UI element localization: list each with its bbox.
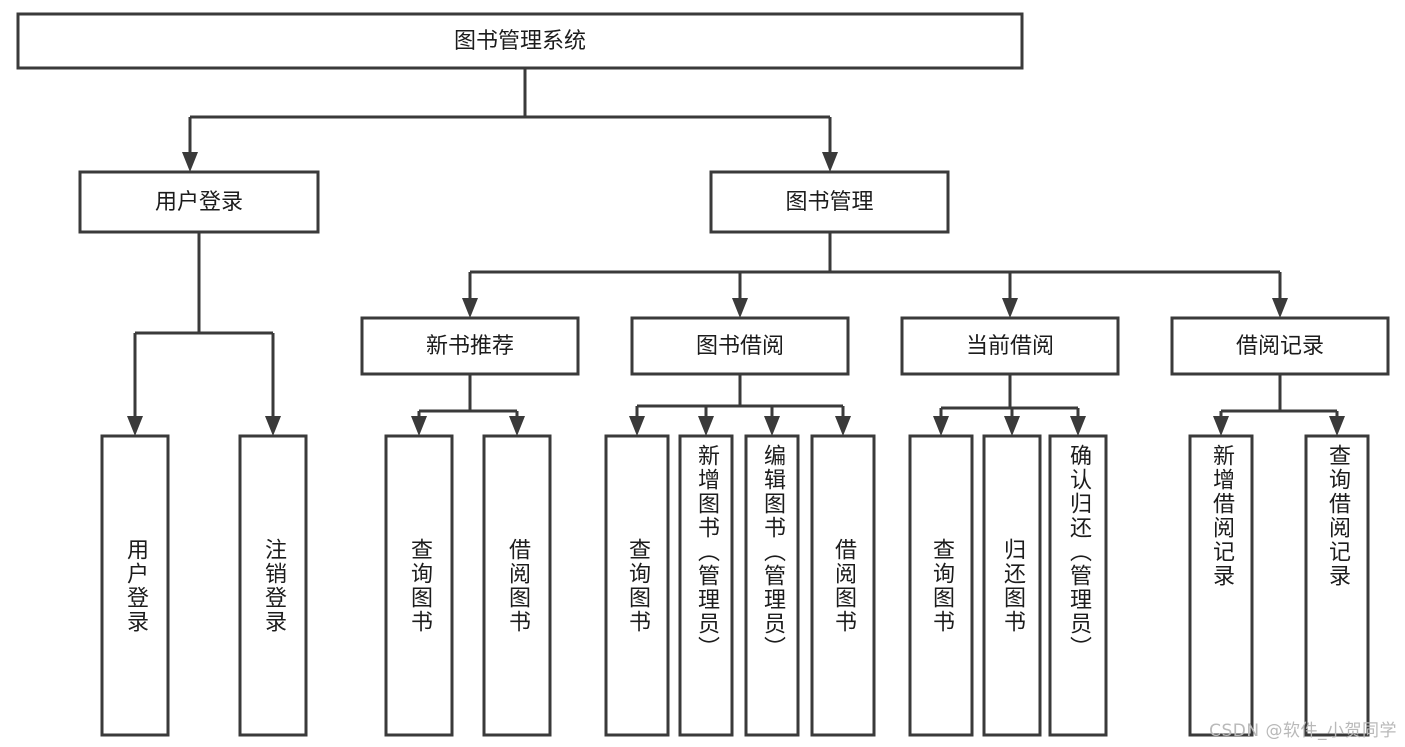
node-l2-1-rect <box>709 170 950 234</box>
watermark-text: CSDN @软件_小贺同学 <box>1209 721 1397 741</box>
arrow-head-7 <box>1272 298 1288 318</box>
node-leaf-1[interactable] <box>238 434 308 737</box>
arrow-head-5 <box>732 298 748 318</box>
node-root-label: 图书管理系统 <box>454 29 586 54</box>
node-leaf-4-rect <box>604 434 670 737</box>
node-l3-0-rect <box>360 316 580 376</box>
node-l3-1-label: 图书借阅 <box>696 334 784 359</box>
arrow-head-13 <box>835 416 851 436</box>
node-root-rect <box>16 12 1024 70</box>
node-l3-2-rect <box>900 316 1120 376</box>
node-leaf-9-rect <box>982 434 1042 737</box>
arrow-head-0 <box>182 152 198 172</box>
node-l3-3[interactable] <box>1170 316 1390 376</box>
node-leaf-1-rect <box>238 434 308 737</box>
arrow-head-3 <box>265 416 281 436</box>
node-l2-0[interactable] <box>78 170 320 234</box>
node-leaf-10-rect <box>1048 434 1108 737</box>
arrow-head-15 <box>1004 416 1020 436</box>
node-l2-0-rect <box>78 170 320 234</box>
node-l3-1-rect <box>630 316 850 376</box>
node-l3-3-rect <box>1170 316 1390 376</box>
arrow-head-14 <box>933 416 949 436</box>
node-l3-3-label: 借阅记录 <box>1236 334 1324 359</box>
node-l3-1[interactable] <box>630 316 850 376</box>
arrow-head-11 <box>698 416 714 436</box>
arrow-head-18 <box>1329 416 1345 436</box>
node-leaf-12-rect <box>1304 434 1370 737</box>
node-leaf-5[interactable] <box>678 434 734 737</box>
arrow-head-9 <box>509 416 525 436</box>
arrow-head-8 <box>411 416 427 436</box>
node-leaf-7[interactable] <box>810 434 876 737</box>
node-leaf-11-rect <box>1188 434 1254 737</box>
node-leaf-8[interactable] <box>908 434 974 737</box>
node-leaf-12[interactable] <box>1304 434 1370 737</box>
node-l3-0[interactable] <box>360 316 580 376</box>
node-l2-0-label: 用户登录 <box>155 190 243 215</box>
arrow-head-1 <box>822 152 838 172</box>
node-leaf-11[interactable] <box>1188 434 1254 737</box>
node-leaf-8-rect <box>908 434 974 737</box>
node-l3-2-label: 当前借阅 <box>966 334 1054 359</box>
node-l3-0-label: 新书推荐 <box>426 334 514 359</box>
node-leaf-0[interactable] <box>100 434 170 737</box>
arrow-head-16 <box>1070 416 1086 436</box>
arrow-head-6 <box>1002 298 1018 318</box>
node-l2-1-label: 图书管理 <box>785 190 873 215</box>
arrow-head-17 <box>1213 416 1229 436</box>
node-leaf-0-rect <box>100 434 170 737</box>
arrow-head-12 <box>764 416 780 436</box>
node-leaf-10[interactable] <box>1048 434 1108 737</box>
node-l2-1[interactable] <box>709 170 950 234</box>
node-leaf-7-rect <box>810 434 876 737</box>
node-l3-2[interactable] <box>900 316 1120 376</box>
arrow-head-2 <box>127 416 143 436</box>
boxes-layer <box>16 12 1390 737</box>
connectors-layer <box>127 68 1345 436</box>
arrow-head-4 <box>462 298 478 318</box>
node-leaf-5-rect <box>678 434 734 737</box>
node-root[interactable] <box>16 12 1024 70</box>
node-leaf-3-rect <box>482 434 552 737</box>
node-leaf-2-rect <box>384 434 454 737</box>
node-leaf-3[interactable] <box>482 434 552 737</box>
arrow-head-10 <box>629 416 645 436</box>
node-leaf-2[interactable] <box>384 434 454 737</box>
node-leaf-6-rect <box>744 434 800 737</box>
node-leaf-9[interactable] <box>982 434 1042 737</box>
node-leaf-6[interactable] <box>744 434 800 737</box>
node-leaf-4[interactable] <box>604 434 670 737</box>
